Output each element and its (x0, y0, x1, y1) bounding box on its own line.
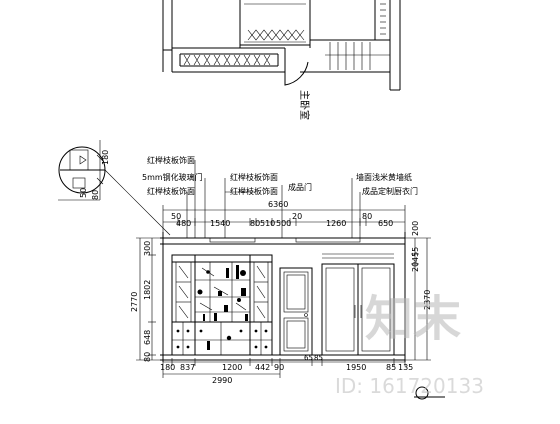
annotation-group-right: 墙面浅米黄墙纸 成品定制厨衣门 (356, 172, 418, 196)
dim-value: 80 (143, 352, 152, 362)
detail-dim-50: 50 (79, 188, 88, 198)
dim-bottom-total: 2990 (212, 376, 232, 385)
dim-value: 90 (274, 363, 284, 372)
annotation-label: 墙面浅米黄墙纸 (356, 172, 412, 182)
dim-value: 480 (176, 219, 191, 228)
dim-value: 650 (378, 219, 393, 228)
dim-value: 510 (260, 219, 275, 228)
dim-value: 500 (276, 219, 291, 228)
detail-callout (58, 140, 171, 236)
annotation-group-left: 红榉枝板饰面 5mm钢化玻璃门 红榉枝板饰面 (142, 155, 203, 196)
dim-value: 2770 (130, 292, 139, 312)
top-dimension-values: 50 480 1540 80 510 500 20 1260 80 650 (171, 212, 393, 228)
display-cabinet (171, 254, 273, 356)
wardrobe-doors (321, 253, 395, 356)
watermark-id-text: ID: 161720133 (335, 374, 484, 398)
dim-value: 20 (411, 262, 420, 272)
right-dimension-lines (405, 237, 431, 361)
annotation-door: 成品门 (288, 182, 312, 192)
dim-value: 135 (398, 363, 413, 372)
dim-value: 80 (250, 219, 260, 228)
annotation-label: 红榉枝板饰面 (147, 186, 195, 196)
dim-value: 455 (411, 247, 420, 262)
dim-value: 1260 (326, 219, 346, 228)
room-title: 主卧室 (298, 90, 311, 120)
bottom-dimension-values: 180 837 1200 442 90 65 85 1950 85 135 (160, 354, 413, 372)
dim-value: 65 (304, 354, 313, 362)
dim-value: 442 (255, 363, 270, 372)
annotation-label: 红榉枝板饰面 (147, 155, 195, 165)
annotation-group-mid: 红榉枝板饰面 红榉枝板饰面 (230, 172, 278, 196)
dim-value: 1950 (346, 363, 366, 372)
dim-value: 648 (143, 330, 152, 345)
dim-value: 1540 (210, 219, 230, 228)
detail-dim-180: 180 (101, 150, 110, 165)
dim-value: 1802 (143, 280, 152, 300)
annotation-label: 红榉枝板饰面 (230, 172, 278, 182)
dim-value: 85 (314, 354, 323, 362)
annotation-label: 成品定制厨衣门 (362, 186, 418, 196)
floor-plan-fragment (162, 0, 401, 91)
dim-overall-top: 6360 (268, 200, 288, 209)
left-dimension-values: 300 2770 1802 648 80 (130, 241, 152, 362)
dim-value: 200 (411, 221, 420, 236)
right-dimension-values: 200 455 20 2370 (411, 221, 432, 310)
annotation-label: 5mm钢化玻璃门 (142, 172, 203, 182)
section-marker (414, 386, 445, 400)
watermark-logo-text: 知末 (365, 291, 461, 347)
annotation-label: 红榉枝板饰面 (230, 186, 278, 196)
dim-value: 1200 (222, 363, 242, 372)
dim-value: 20 (292, 212, 302, 221)
dim-value: 300 (143, 241, 152, 256)
dim-value: 50 (171, 212, 181, 221)
dim-value: 85 (386, 363, 396, 372)
dim-value: 837 (180, 363, 195, 372)
detail-dim-80: 80 (91, 190, 100, 200)
top-dimension-lines (162, 205, 406, 240)
dim-value: 2370 (423, 290, 432, 310)
watermark: 知末 ID: 161720133 (335, 291, 484, 398)
entrance-door (279, 267, 313, 356)
dim-value: 80 (362, 212, 372, 221)
bottom-dimension-lines (162, 358, 406, 378)
dim-value: 180 (160, 363, 175, 372)
left-dimension-lines (136, 237, 163, 361)
